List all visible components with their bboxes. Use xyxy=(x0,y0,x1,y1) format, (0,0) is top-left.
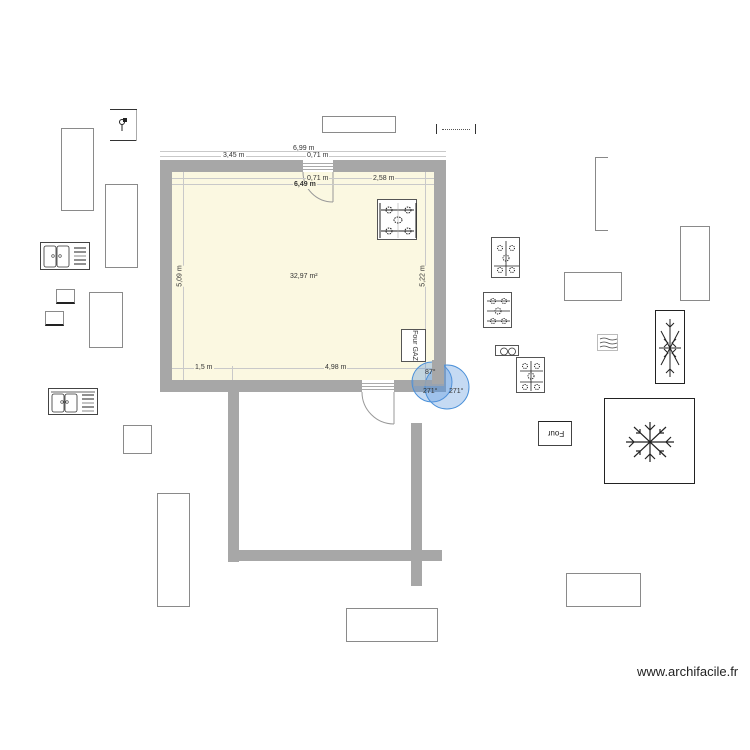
oven-outside[interactable]: Four xyxy=(538,421,572,446)
bracket-shelf[interactable] xyxy=(595,157,608,231)
dim-top-door-outer: 0,71 m xyxy=(306,152,330,160)
dim-top-left: 3,45 m xyxy=(221,152,247,160)
room-area-label: 32,97 m² xyxy=(290,273,318,280)
gas-hob-inside[interactable] xyxy=(377,199,417,240)
dim-total-width: 6,99 m xyxy=(293,145,315,152)
bottom-door-swing xyxy=(361,391,395,425)
wall-left[interactable] xyxy=(160,160,172,392)
dim-bottom-right: 4,98 m xyxy=(324,364,348,372)
ext-wall-right[interactable] xyxy=(411,423,422,586)
angle-271-right: 271° xyxy=(449,388,464,395)
dim-left-height: 5,09 m xyxy=(176,265,185,287)
dim-line-total xyxy=(160,151,446,152)
angle-indicator xyxy=(411,360,470,410)
oven-label: Four xyxy=(547,429,565,438)
double-sink-1[interactable] xyxy=(40,242,90,270)
double-sink-2[interactable] xyxy=(48,388,98,415)
angle-87: 87° xyxy=(425,369,436,376)
gas-hob-4[interactable] xyxy=(516,357,545,393)
snowflake-icon xyxy=(626,422,674,462)
dim-line-inner xyxy=(172,178,434,179)
cabinet-left-3[interactable] xyxy=(89,292,123,348)
counter-right[interactable] xyxy=(564,272,622,301)
freezer-tall[interactable] xyxy=(655,310,685,384)
faucet-icon xyxy=(119,118,127,131)
tall-cabinet-left[interactable] xyxy=(61,128,94,211)
tall-cabinet-bottom-left[interactable] xyxy=(157,493,190,607)
ext-wall-left[interactable] xyxy=(228,390,239,562)
angle-271-left: 271° xyxy=(423,388,438,395)
top-door-swing xyxy=(302,171,334,203)
gas-hob-3[interactable] xyxy=(483,292,512,328)
extractor-hood[interactable] xyxy=(436,124,476,134)
small-appliance-1[interactable] xyxy=(56,289,75,304)
cabinet-left-2[interactable] xyxy=(105,184,138,268)
dim-inner-width: 6,49 m xyxy=(293,181,317,189)
dim-line-bottom xyxy=(172,368,434,369)
freezer-chest[interactable] xyxy=(604,398,695,484)
dim-top-door-inner: 0,71 m xyxy=(306,175,330,183)
dim-line-top-segments xyxy=(160,156,446,157)
bottom-door-opening[interactable] xyxy=(362,380,394,392)
gas-oven-inside[interactable]: Four GAZ xyxy=(401,329,426,362)
dim-right-height: 5,22 m xyxy=(419,265,428,287)
water-heater[interactable] xyxy=(110,109,137,141)
small-cooktop[interactable] xyxy=(495,345,519,356)
counter-top[interactable] xyxy=(322,116,396,133)
small-appliance-2[interactable] xyxy=(45,311,64,326)
radiator-small[interactable] xyxy=(597,334,618,351)
counter-bottom-right[interactable] xyxy=(566,573,641,607)
tall-cabinet-right[interactable] xyxy=(680,226,710,301)
square-box-left[interactable] xyxy=(123,425,152,454)
dim-top-right: 2,58 m xyxy=(372,175,396,183)
top-door-opening[interactable] xyxy=(303,160,333,172)
wall-right[interactable] xyxy=(434,160,446,392)
wall-bottom[interactable] xyxy=(160,380,446,392)
snowflake-icon xyxy=(659,319,681,377)
dim-tick-bottom xyxy=(232,366,233,380)
counter-bottom-center[interactable] xyxy=(346,608,438,642)
gas-oven-label: Four GAZ xyxy=(411,330,418,361)
gas-hob-2[interactable] xyxy=(491,237,520,278)
dim-bottom-left: 1,5 m xyxy=(194,364,214,372)
ext-wall-bottom[interactable] xyxy=(228,550,442,561)
watermark[interactable]: www.archifacile.fr xyxy=(637,664,739,679)
